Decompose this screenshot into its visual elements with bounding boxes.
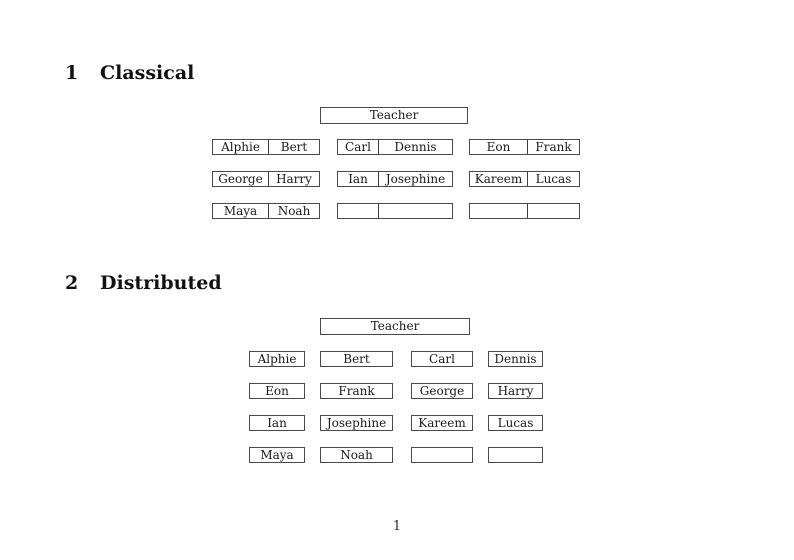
desk-box: Harry: [488, 383, 543, 399]
desk-pair-empty: [337, 203, 453, 219]
section-heading-classical: 1 Classical: [65, 64, 194, 83]
desk-seat: Bert: [280, 140, 308, 154]
desk-box: Carl: [411, 351, 473, 367]
desk-box: Kareem: [411, 415, 473, 431]
desk-pair: Ian Josephine: [337, 171, 453, 187]
desk-seat: [379, 204, 452, 218]
desk-box: Bert: [320, 351, 393, 367]
page-number: 1: [392, 519, 402, 534]
desk-seat: Dennis: [394, 140, 437, 154]
desk-seat: [338, 204, 379, 218]
desk-seat: Josephine: [385, 172, 446, 186]
section-number: 1: [65, 62, 79, 84]
desk-seat: Harry: [276, 172, 312, 186]
desk-pair: Alphie Bert: [212, 139, 320, 155]
desk-seat: Carl: [338, 140, 379, 154]
teacher-box-distributed: Teacher: [320, 318, 470, 335]
desk-box-empty: [488, 447, 543, 463]
desk-pair: Kareem Lucas: [469, 171, 580, 187]
section-title: Classical: [100, 62, 195, 84]
desk-box: Josephine: [320, 415, 393, 431]
desk-box: Frank: [320, 383, 393, 399]
desk-seat: Ian: [338, 172, 379, 186]
desk-pair: Maya Noah: [212, 203, 320, 219]
desk-pair: George Harry: [212, 171, 320, 187]
desk-seat: Kareem: [470, 172, 528, 186]
desk-seat: Lucas: [535, 172, 572, 186]
desk-box: Ian: [249, 415, 305, 431]
desk-pair-empty: [469, 203, 580, 219]
desk-box-empty: [411, 447, 473, 463]
desk-pair: Eon Frank: [469, 139, 580, 155]
desk-seat: Noah: [277, 204, 311, 218]
section-heading-distributed: 2 Distributed: [65, 274, 222, 293]
desk-box: Noah: [320, 447, 393, 463]
desk-seat: [470, 204, 528, 218]
desk-box: Alphie: [249, 351, 305, 367]
desk-seat: Eon: [470, 140, 528, 154]
desk-box: Maya: [249, 447, 305, 463]
section-title: Distributed: [100, 272, 222, 294]
section-number: 2: [65, 272, 79, 294]
teacher-box-classical: Teacher: [320, 107, 468, 124]
desk-pair: Carl Dennis: [337, 139, 453, 155]
desk-box: George: [411, 383, 473, 399]
desk-box: Dennis: [488, 351, 543, 367]
desk-seat: Maya: [213, 204, 269, 218]
desk-box: Eon: [249, 383, 305, 399]
desk-seat: [528, 204, 579, 218]
desk-seat: Frank: [535, 140, 572, 154]
desk-seat: George: [213, 172, 269, 186]
desk-seat: Alphie: [213, 140, 269, 154]
desk-box: Lucas: [488, 415, 543, 431]
